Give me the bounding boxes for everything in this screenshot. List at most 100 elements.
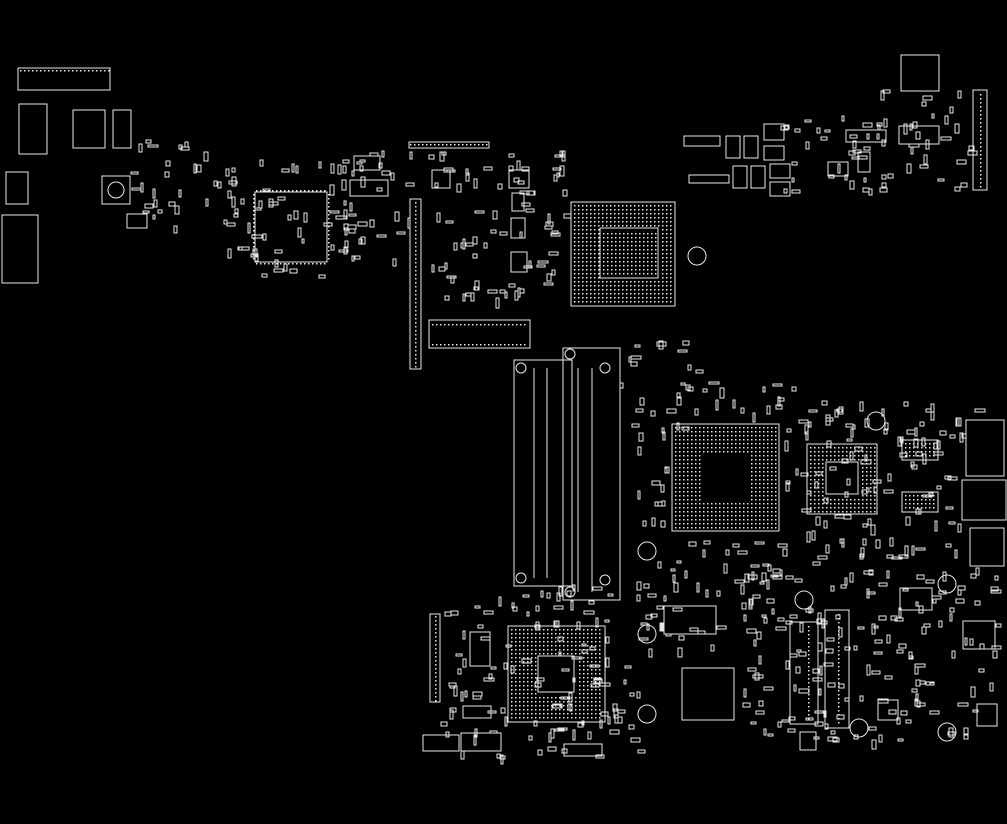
cpu-ball — [574, 229, 576, 231]
smd-component — [277, 196, 286, 201]
northbridge-ball — [699, 463, 701, 465]
smd-component — [563, 213, 572, 219]
smd-component — [697, 630, 706, 635]
smd-component — [617, 709, 626, 714]
smd-component — [951, 650, 956, 659]
northbridge-ball — [767, 431, 769, 433]
southbridge-ball — [535, 673, 537, 675]
northbridge-ball — [687, 483, 689, 485]
smd-component — [970, 573, 977, 579]
northbridge-ball — [679, 427, 681, 429]
southbridge-ball — [519, 653, 521, 655]
northbridge-ball — [691, 455, 693, 457]
gpu-ball — [818, 483, 820, 485]
smd-component — [405, 182, 415, 187]
southbridge-ball — [511, 685, 513, 687]
smd-component — [570, 600, 574, 611]
smd-component — [849, 572, 854, 583]
southbridge-ball — [567, 649, 569, 651]
gpu-ball — [854, 451, 856, 453]
cpu-ball — [666, 237, 668, 239]
connector-pin — [440, 344, 442, 346]
cpu-ball — [582, 257, 584, 259]
cpu-ball — [666, 301, 668, 303]
gpu-ball — [874, 475, 876, 477]
southbridge-ball — [583, 641, 585, 643]
smd-component — [581, 649, 588, 654]
gpu-ball — [818, 447, 820, 449]
cpu-ball — [594, 301, 596, 303]
connector-pin — [980, 126, 982, 128]
southbridge-ball — [535, 677, 537, 679]
smd-component — [572, 729, 576, 741]
pcb-components — [1, 54, 1007, 757]
cpu-ball — [590, 233, 592, 235]
cpu-ball — [586, 297, 588, 299]
cpu-ball — [590, 281, 592, 283]
cpu-ball — [602, 225, 604, 227]
cpu-ball — [646, 301, 648, 303]
southbridge-ball — [519, 701, 521, 703]
memory-chip-pin — [905, 455, 907, 457]
smd-component — [871, 739, 877, 750]
smd-component — [921, 626, 927, 635]
connector-pin — [415, 362, 417, 364]
smd-component — [925, 408, 932, 413]
smd-component — [894, 617, 904, 622]
cpu-ball — [630, 293, 632, 295]
gpu-ball — [834, 503, 836, 505]
connector-pin — [415, 298, 417, 300]
cpu-ball — [594, 209, 596, 211]
cpu-ball — [598, 289, 600, 291]
cpu-ball — [654, 285, 656, 287]
connector-pin — [808, 650, 810, 652]
northbridge-ball — [739, 527, 741, 529]
smd-component — [356, 161, 363, 165]
smd-component — [899, 436, 904, 443]
smd-component — [777, 396, 781, 407]
smd-component — [877, 124, 881, 131]
southbridge-ball — [567, 629, 569, 631]
memory-chip-pin — [925, 507, 927, 509]
northbridge-ball — [711, 519, 713, 521]
connector-pin — [476, 324, 478, 326]
smd-component — [508, 283, 516, 288]
southbridge-ball — [559, 629, 561, 631]
connector-top-left — [17, 67, 111, 91]
northbridge-ball — [755, 491, 757, 493]
smd-component — [592, 586, 603, 591]
northbridge-ball — [767, 499, 769, 501]
northbridge-ball — [727, 507, 729, 509]
southbridge-ball — [523, 641, 525, 643]
cpu-center-ball — [635, 265, 637, 267]
cpu-center-ball — [631, 257, 633, 259]
southbridge-ball — [583, 717, 585, 719]
smd-component — [546, 592, 551, 599]
southbridge-ball — [599, 633, 601, 635]
northbridge-ball — [699, 431, 701, 433]
northbridge-ball — [755, 511, 757, 513]
smd-component — [460, 691, 464, 702]
northbridge-ball — [751, 451, 753, 453]
connector-pin — [838, 654, 840, 656]
southbridge-ball — [555, 641, 557, 643]
chip-top-right-h — [750, 165, 766, 189]
smd-component — [488, 673, 493, 680]
smd-component — [647, 593, 657, 598]
gpu-ball — [838, 451, 840, 453]
cpu-center-ball — [627, 257, 629, 259]
smd-component — [588, 600, 595, 605]
southbridge-ball — [595, 705, 597, 707]
northbridge-ball — [751, 491, 753, 493]
smd-component — [637, 749, 646, 754]
northbridge-ball — [763, 523, 765, 525]
gpu-ball — [874, 471, 876, 473]
gpu-ball — [866, 503, 868, 505]
smd-component — [449, 709, 454, 720]
gpu-ball — [834, 455, 836, 457]
gpu-ball — [810, 499, 812, 501]
northbridge-ball — [767, 427, 769, 429]
connector-pin — [454, 144, 456, 146]
smd-component — [925, 139, 930, 150]
cpu-center-ball — [619, 245, 621, 247]
